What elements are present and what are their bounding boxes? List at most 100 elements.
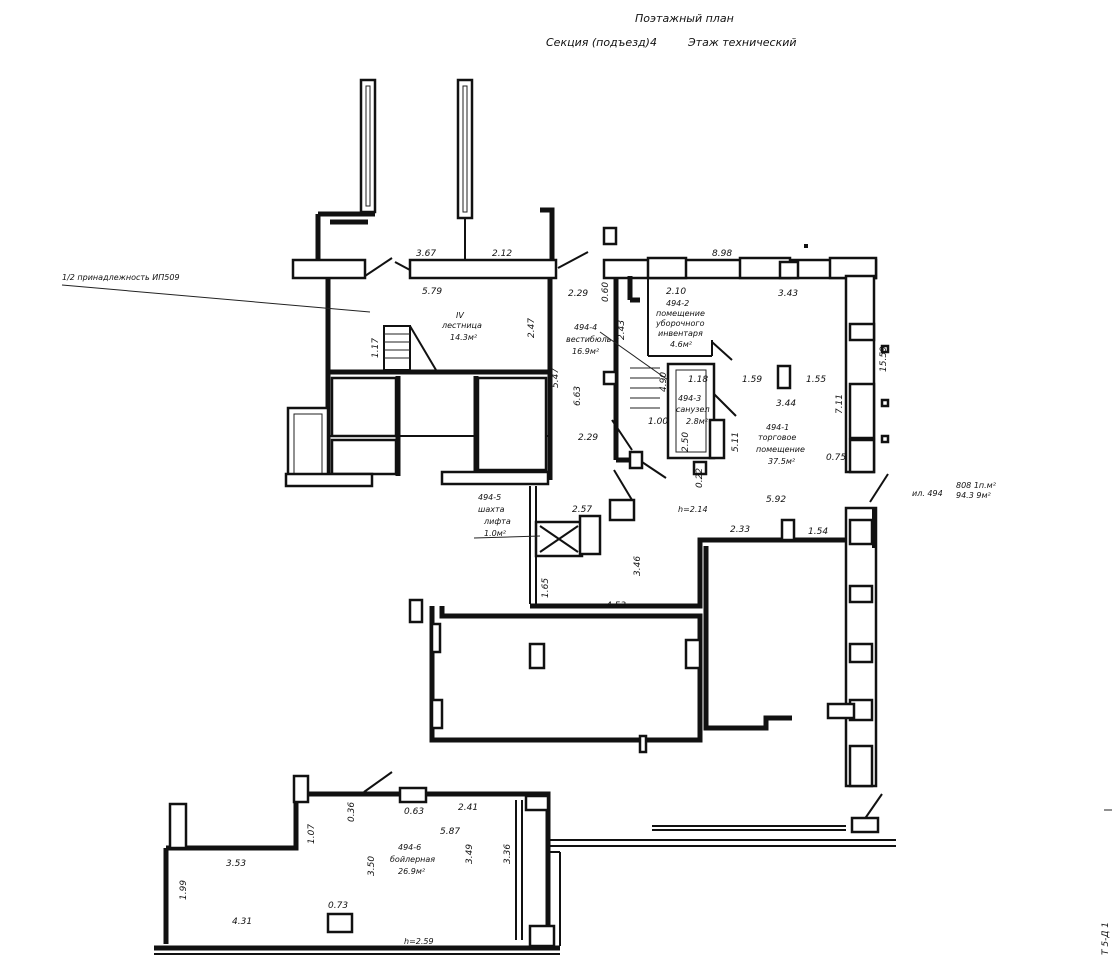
- lift-leader: [473, 535, 541, 539]
- svg-text:15.59: 15.59: [879, 346, 889, 372]
- svg-text:2.29: 2.29: [578, 433, 598, 443]
- svg-text:1.59: 1.59: [742, 375, 762, 385]
- svg-text:3.44: 3.44: [776, 399, 796, 409]
- svg-text:вестибюль: вестибюль: [566, 335, 612, 344]
- svg-text:26.9м²: 26.9м²: [398, 867, 426, 876]
- room-boiler-label: 494-6 бойлерная 26.9м²: [390, 843, 435, 876]
- svg-text:494-2: 494-2: [666, 299, 689, 308]
- svg-text:7.11: 7.11: [835, 394, 845, 414]
- svg-text:уборочного: уборочного: [655, 319, 705, 328]
- ownership-note: 1/2 принадлежность ИП509: [62, 273, 180, 282]
- svg-text:1.00: 1.00: [648, 417, 668, 427]
- svg-text:1.99: 1.99: [179, 880, 189, 900]
- room-trade-label: 494-1 торговое помещение 37.5м²: [756, 423, 805, 466]
- plan-section: Секция (подъезд)4: [546, 36, 657, 49]
- svg-text:1.65: 1.65: [541, 578, 551, 598]
- svg-text:3.36: 3.36: [503, 844, 513, 864]
- svg-text:0.73: 0.73: [328, 901, 348, 911]
- svg-text:0.60: 0.60: [601, 282, 611, 302]
- svg-text:ил. 494: ил. 494: [912, 489, 943, 498]
- svg-text:инвентаря: инвентаря: [658, 329, 703, 338]
- svg-text:шахта: шахта: [478, 505, 505, 514]
- boiler-room-walls: [154, 771, 560, 955]
- svg-text:5.11: 5.11: [731, 432, 741, 452]
- ownership-leader: [61, 284, 371, 313]
- svg-text:0.63: 0.63: [404, 807, 424, 817]
- room-vestibule-label: 494-4 вестибюль 16.9м²: [566, 323, 612, 356]
- svg-text:494-3: 494-3: [678, 394, 701, 403]
- svg-text:1.55: 1.55: [806, 375, 826, 385]
- svg-text:4.90: 4.90: [659, 372, 669, 392]
- svg-text:санузел: санузел: [676, 405, 710, 414]
- svg-text:4.6м²: 4.6м²: [670, 340, 693, 349]
- svg-text:5.47: 5.47: [551, 368, 561, 388]
- right-block-walls: [557, 226, 890, 522]
- svg-text:2.12: 2.12: [492, 249, 512, 259]
- svg-text:2.8м²: 2.8м²: [686, 417, 709, 426]
- shaft-center: [456, 78, 474, 262]
- dimensions: 3.67 2.12 5.79 2.29 0.60 8.98 2.10 3.43 …: [179, 249, 889, 927]
- svg-text:808 1п.м²: 808 1п.м²: [956, 481, 997, 490]
- svg-text:лестница: лестница: [441, 321, 482, 330]
- svg-text:2.57: 2.57: [572, 505, 592, 515]
- edge-mark: Т 5-Д 1: [1101, 922, 1111, 955]
- shaft-right-stub: [540, 207, 555, 262]
- room-wc-label: 494-3 санузел 2.8м²: [676, 394, 710, 426]
- svg-text:37.5м²: 37.5м²: [768, 457, 796, 466]
- svg-text:0.36: 0.36: [347, 802, 357, 822]
- svg-text:0.22: 0.22: [695, 468, 705, 488]
- svg-text:1.18: 1.18: [688, 375, 708, 385]
- svg-text:3.46: 3.46: [633, 556, 643, 576]
- svg-text:3.49: 3.49: [465, 844, 475, 864]
- svg-text:2.43: 2.43: [617, 320, 627, 340]
- svg-text:1.17: 1.17: [371, 338, 381, 358]
- area-note: ил. 494 808 1п.м² 94.3 9м²: [912, 481, 997, 500]
- svg-text:2.10: 2.10: [666, 287, 686, 297]
- svg-text:14.3м²: 14.3м²: [450, 333, 478, 342]
- middle-walls: [408, 486, 846, 754]
- svg-text:8.98: 8.98: [712, 249, 732, 259]
- right-external-wall: [826, 473, 889, 834]
- svg-text:2.47: 2.47: [527, 318, 537, 338]
- svg-text:бойлерная: бойлерная: [390, 855, 435, 864]
- svg-text:3.50: 3.50: [367, 856, 377, 876]
- plan-floor: Этаж технический: [687, 36, 797, 49]
- svg-text:94.3 9м²: 94.3 9м²: [956, 491, 991, 500]
- svg-text:5.87: 5.87: [440, 827, 460, 837]
- room-cleaning-label: 494-2 помещение уборочного инвентаря 4.6…: [655, 299, 705, 349]
- room-lift-label: 494-5 шахта лифта 1.0м²: [478, 493, 511, 538]
- height-boiler: h=2.59: [404, 937, 434, 946]
- svg-text:4.53: 4.53: [606, 601, 626, 611]
- svg-text:3.53: 3.53: [226, 859, 246, 869]
- upper-block-walls: [284, 257, 558, 488]
- svg-text:помещение: помещение: [756, 445, 805, 454]
- svg-text:помещение: помещение: [656, 309, 705, 318]
- bottom-corridor: [548, 825, 896, 946]
- svg-text:494-1: 494-1: [766, 423, 789, 432]
- svg-text:1.54: 1.54: [808, 527, 828, 537]
- svg-text:16.9м²: 16.9м²: [572, 347, 600, 356]
- svg-text:5.92: 5.92: [766, 495, 786, 505]
- height-main: h=2.14: [678, 505, 708, 514]
- svg-text:3.67: 3.67: [416, 249, 436, 259]
- svg-text:лифта: лифта: [483, 517, 511, 526]
- plan-title: Поэтажный план: [635, 12, 734, 25]
- svg-text:1.0м²: 1.0м²: [484, 529, 507, 538]
- svg-text:494-5: 494-5: [478, 493, 501, 502]
- svg-text:494-4: 494-4: [574, 323, 597, 332]
- svg-text:0.75: 0.75: [826, 453, 846, 463]
- svg-text:6.63: 6.63: [573, 386, 583, 406]
- svg-text:2.50: 2.50: [681, 432, 691, 452]
- svg-text:торговое: торговое: [758, 433, 796, 442]
- svg-text:1.07: 1.07: [307, 824, 317, 844]
- svg-text:494-6: 494-6: [398, 843, 421, 852]
- shaft-left: [315, 78, 377, 262]
- svg-text:2.41: 2.41: [458, 803, 478, 813]
- svg-text:3.43: 3.43: [778, 289, 798, 299]
- svg-text:4.31: 4.31: [232, 917, 252, 927]
- svg-text:2.33: 2.33: [730, 525, 750, 535]
- svg-text:IV: IV: [456, 311, 464, 320]
- room-stair-label: IV лестница 14.3м²: [441, 311, 482, 342]
- svg-text:5.79: 5.79: [422, 287, 442, 297]
